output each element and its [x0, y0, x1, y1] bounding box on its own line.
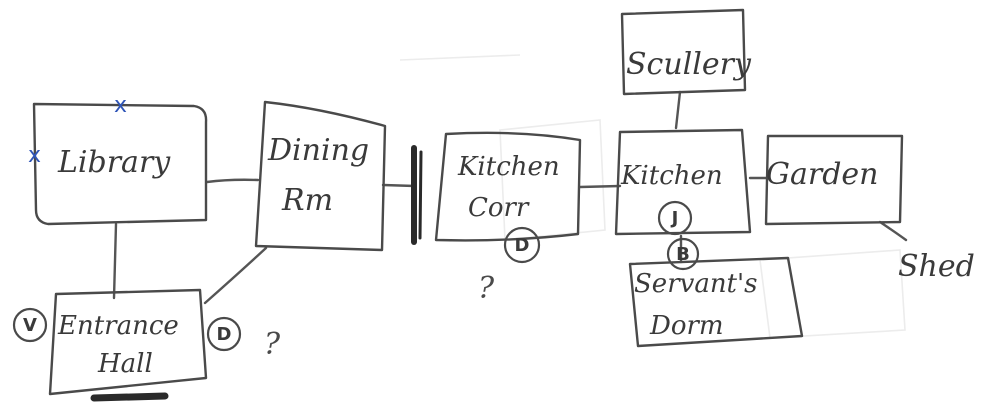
marker-kitchen-corr-circle — [503, 226, 541, 264]
marker-entrance-right-circle — [206, 316, 242, 352]
room-kitchen: Kitchen — [614, 128, 752, 236]
link-library-entrance — [112, 222, 118, 300]
scullery-label: Scullery — [626, 47, 752, 82]
link-scullery-kitchen — [674, 90, 682, 130]
marker-kitchen-letter: J — [670, 208, 679, 229]
dining-label-line1: Dining — [267, 133, 369, 168]
room-scullery: Scullery — [620, 8, 752, 96]
marker-entrance-right-letter: D — [217, 324, 232, 345]
marker-entrance-left-circle — [12, 307, 48, 343]
dining-box — [254, 100, 387, 252]
scullery-box — [620, 8, 747, 96]
garden-box — [764, 134, 904, 226]
entrance-label-line1: Entrance — [57, 311, 179, 341]
door-dining-corr-2 — [418, 150, 423, 240]
marker-kitchen-circle — [657, 200, 693, 236]
room-kitchen-corridor: Kitchen Corr — [434, 131, 582, 242]
marker-servants-circle — [666, 237, 700, 271]
library-box — [32, 102, 208, 226]
room-library: Library — [32, 102, 208, 226]
room-dining: Dining Rm — [254, 100, 387, 252]
question-mark-entrance: ? — [264, 327, 281, 362]
blue-cross-left: x — [28, 143, 41, 168]
link-kitchen-corr-kitchen — [578, 184, 622, 189]
kitchen-box — [614, 128, 752, 236]
entrance-label-line2: Hall — [97, 349, 153, 379]
door-entrance-bottom — [90, 392, 169, 402]
kitchen-label: Kitchen — [620, 161, 723, 191]
servants-box — [628, 256, 804, 348]
paper-ghost-strokes — [399, 54, 906, 339]
blue-cross-top: x — [114, 93, 127, 118]
marker-entrance-left-letter: V — [23, 315, 37, 336]
marker-kitchen: J — [657, 200, 693, 236]
marker-servants: B — [666, 237, 700, 271]
servants-label-line1: Servant's — [634, 269, 758, 299]
library-label: Library — [57, 145, 171, 180]
marker-kitchen-corr: D — [503, 226, 541, 264]
shed-label: Shed — [898, 249, 975, 284]
room-garden: Garden — [764, 134, 904, 226]
servants-label-line2: Dorm — [649, 311, 724, 341]
kitchen-corr-box — [434, 131, 582, 242]
link-garden-shed — [878, 220, 908, 242]
marker-kitchen-corr-letter: D — [515, 235, 530, 256]
dining-label-line2: Rm — [281, 183, 333, 218]
question-mark-corridor: ? — [478, 271, 495, 306]
link-dining-kitchen-corr — [381, 183, 417, 188]
kitchen-corr-label-line1: Kitchen — [457, 152, 560, 182]
connections — [112, 90, 908, 305]
marker-entrance-right: D — [206, 316, 242, 352]
room-servants-dorm: Servant's Dorm — [628, 256, 804, 348]
garden-label: Garden — [766, 157, 878, 192]
room-entrance-hall: Entrance Hall — [48, 288, 208, 396]
entrance-box — [48, 288, 208, 396]
link-dining-entrance — [203, 246, 268, 305]
marker-servants-letter: B — [676, 244, 690, 265]
marker-entrance-left: V — [12, 307, 48, 343]
doors — [90, 145, 423, 402]
kitchen-corr-label-line2: Corr — [468, 193, 530, 223]
link-library-dining — [205, 178, 260, 184]
